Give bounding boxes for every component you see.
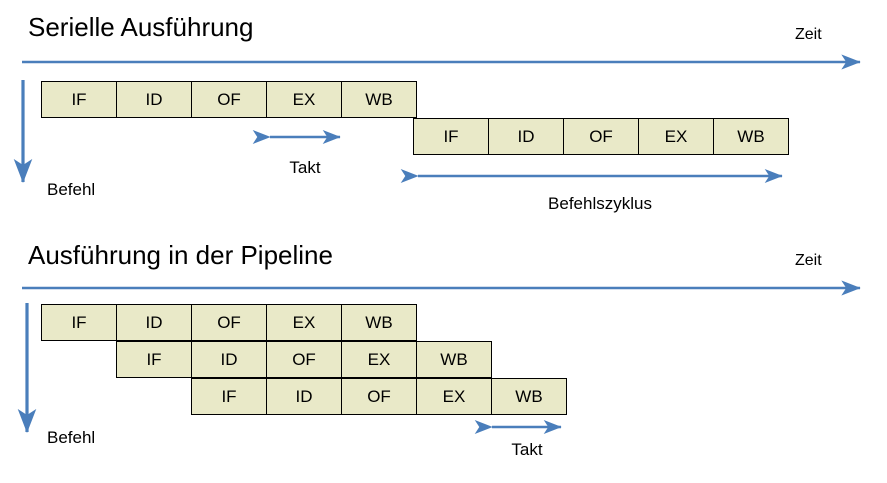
stage-cell-wb: WB [416,341,492,378]
stage-cell-id: ID [116,81,192,118]
pipeline-time-axis-label: Zeit [795,252,822,269]
stage-cell-if: IF [116,341,192,378]
pipeline-instruction-row-1: IF ID OF EX WB [41,304,417,341]
pipeline-instruction-row-2: IF ID OF EX WB [116,341,492,378]
serial-instruction-axis-label: Befehl [47,180,96,199]
stage-cell-wb: WB [491,378,567,415]
stage-cell-ex: EX [266,81,342,118]
serial-time-axis-label: Zeit [795,26,822,43]
stage-cell-of: OF [191,81,267,118]
pipeline-section-title: Ausführung in der Pipeline [28,240,333,270]
stage-cell-of: OF [341,378,417,415]
stage-cell-id: ID [191,341,267,378]
stage-cell-id: ID [266,378,342,415]
pipeline-takt-label: Takt [511,440,543,459]
serial-instruction-row-2: IF ID OF EX WB [413,118,789,155]
pipeline-instruction-row-3: IF ID OF EX WB [191,378,567,415]
stage-cell-id: ID [488,118,564,155]
befehlszyklus-label: Befehlszyklus [548,194,652,213]
serial-takt-label: Takt [289,158,321,177]
stage-cell-of: OF [191,304,267,341]
stage-cell-of: OF [266,341,342,378]
stage-cell-ex: EX [416,378,492,415]
stage-cell-ex: EX [341,341,417,378]
stage-cell-ex: EX [266,304,342,341]
stage-cell-if: IF [191,378,267,415]
stage-cell-if: IF [41,304,117,341]
serial-instruction-row-1: IF ID OF EX WB [41,81,417,118]
stage-cell-if: IF [413,118,489,155]
stage-cell-wb: WB [713,118,789,155]
stage-cell-if: IF [41,81,117,118]
stage-cell-ex: EX [638,118,714,155]
stage-cell-of: OF [563,118,639,155]
pipeline-instruction-axis-label: Befehl [47,428,96,447]
serial-section-title: Serielle Ausführung [28,12,254,42]
stage-cell-wb: WB [341,81,417,118]
stage-cell-id: ID [116,304,192,341]
stage-cell-wb: WB [341,304,417,341]
